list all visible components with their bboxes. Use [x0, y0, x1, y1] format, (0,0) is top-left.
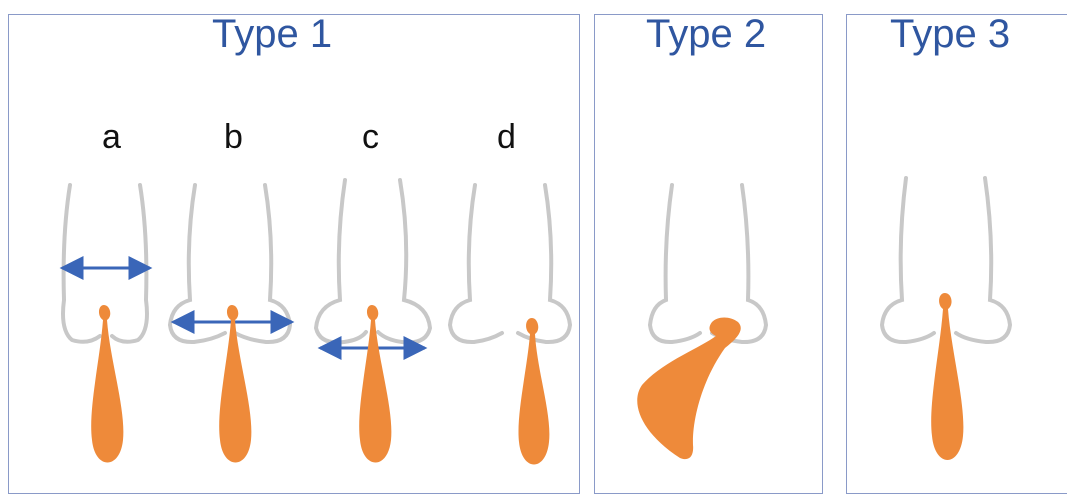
shape-a: [91, 305, 123, 463]
shape-c: [359, 305, 391, 463]
outline-type-2: [650, 185, 766, 342]
shape-b: [219, 305, 251, 463]
illustration: [0, 0, 1067, 477]
shape-type-3: [931, 293, 963, 460]
outline-d: [450, 185, 570, 342]
